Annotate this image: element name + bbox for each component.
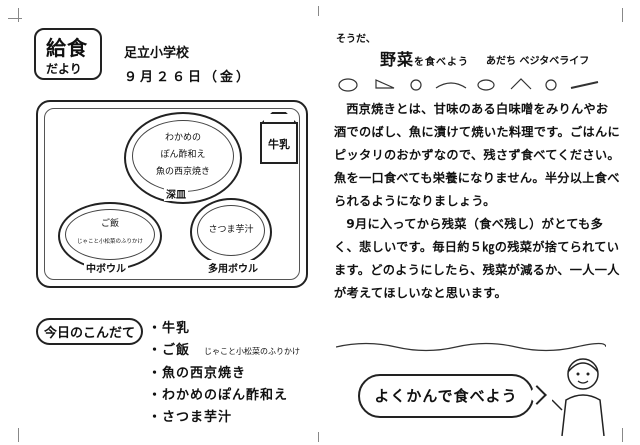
menu-item: ・魚の西京焼き [148,363,300,385]
article-paragraph: 9月に入ってから残菜（食べ残し）がとても多く、悲しいです。毎日約５㎏の残菜が捨て… [334,217,620,300]
logo-title: 給食 [46,36,88,60]
onion-icon [410,79,422,91]
tray-inner-border [44,108,300,280]
tomato-icon [338,78,358,92]
school-name: 足立小学校 [124,46,190,61]
menu-item-name: ・わかめのぽん酢和え [148,388,289,403]
crop-mark [622,8,623,22]
soup-bowl: さつま芋汁 [190,198,272,266]
crop-mark [318,432,319,442]
rice-bowl: ご飯 じゃこと小松菜のふりかけ [58,202,162,270]
chew-well-banner: よくかんで食べよう [358,374,534,418]
dish-rim [65,209,155,260]
logo-subtitle: だより [46,62,82,76]
soup-bowl-line-1: さつま芋汁 [208,225,254,235]
soup-bowl-label: 多用ボウル [206,260,260,275]
newsletter-logo: 給食 だより [34,28,102,80]
menu-item-sub: じゃこと小松菜のふりかけ [204,347,301,356]
crop-mark [18,428,19,442]
leaf-icon [435,82,467,89]
crop-mark [18,8,33,22]
article-paragraph: 西京焼きとは、甘味のある白味噌をみりんやお酒でのばし、魚に漬けて焼いた料理です。… [334,102,620,208]
menu-item-name: ・魚の西京焼き [148,366,247,381]
menu-item-name: ・さつま芋汁 [148,410,233,425]
column-title-rest: を食べよう [414,57,470,68]
lunch-tray: わかめの ぽん酢和え 魚の西京焼き 深皿 牛乳 ご飯 じゃこと小松菜のふりかけ … [36,100,308,288]
milk-carton: 牛乳 [260,122,298,164]
pepper-icon [510,78,532,90]
crop-mark [622,428,623,442]
milk-label: 牛乳 [268,138,290,151]
menu-item: ・さつま芋汁 [148,407,300,429]
todays-menu-title: 今日のこんだて [36,318,144,345]
rice-bowl-line-2: じゃこと小松菜のふりかけ [76,239,143,245]
main-dish-line-1: わかめの [164,133,201,143]
carrot-icon [375,79,395,89]
menu-list: ・牛乳 ・ご飯 じゃこと小松菜のふりかけ ・魚の西京焼き ・わかめのぽん酢和え … [148,318,300,429]
main-dish-line-2: ぽん酢和え [160,150,206,160]
menu-item-name: ・ご飯 [148,343,191,358]
issue-date: ９月２６日（金） [124,70,253,85]
menu-item-name: ・牛乳 [148,321,191,336]
crop-mark [8,18,22,19]
cabbage-icon [545,79,557,91]
rice-bowl-label: 中ボウル [84,260,128,275]
potato-icon [477,79,495,91]
column-article: 西京焼きとは、甘味のある白味噌をみりんやお酒でのばし、魚に漬けて焼いた料理です。… [334,98,620,305]
main-dish-label: 深皿 [164,186,188,201]
nutritionist-illustration [552,358,605,436]
crop-mark [318,6,319,16]
column-title: 野菜を食べよう [380,46,469,70]
dish-rim [197,205,265,256]
vegetable-decoration [338,78,599,92]
menu-item: ・ご飯 じゃこと小松菜のふりかけ [148,340,300,363]
column-credit: あだち ベジタベライフ [486,56,590,67]
green-onion-icon [570,81,599,89]
main-dish-line-3: 魚の西京焼き [155,167,210,177]
column-title-main: 野菜 [380,50,415,69]
menu-item: ・わかめのぽん酢和え [148,385,300,407]
column-intro: そうだ、 [336,34,376,45]
menu-item: ・牛乳 [148,318,300,340]
rice-bowl-line-1: ご飯 [100,219,119,229]
utensil-divider [336,342,606,352]
